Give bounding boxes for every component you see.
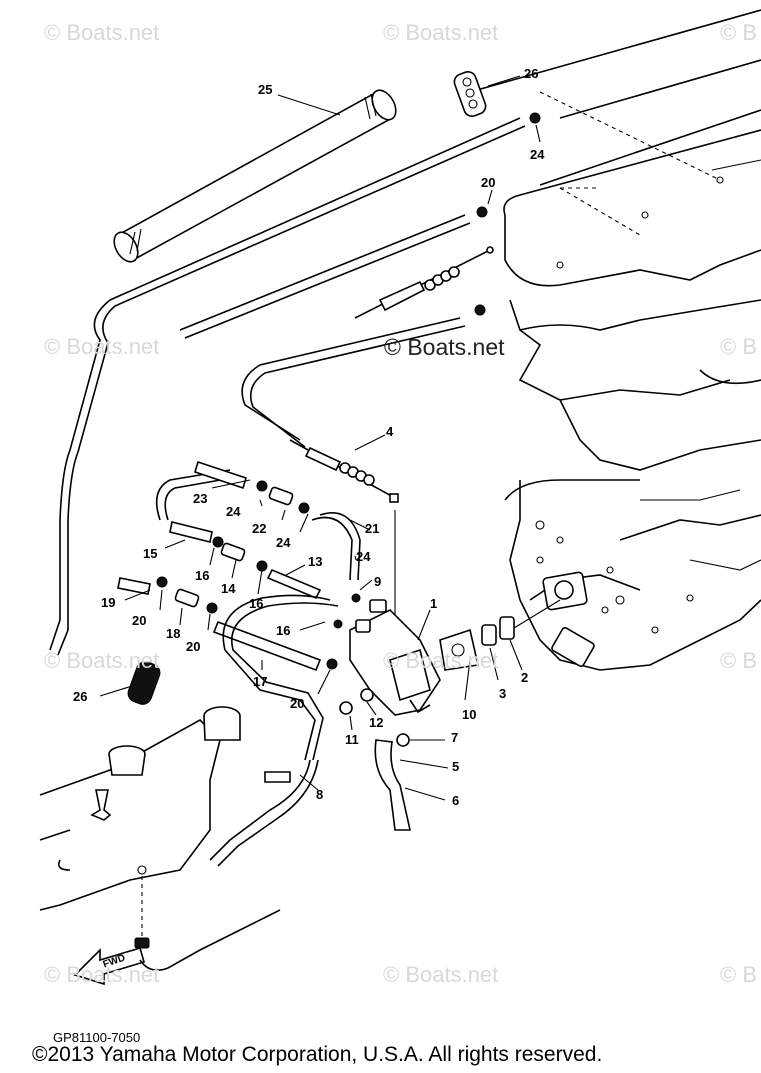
callout-2[interactable]: 2 [521,670,529,685]
callout-20-b[interactable]: 20 [186,639,201,654]
watermark: © Boats.net [44,334,160,359]
callout-5[interactable]: 5 [452,759,460,774]
cables [49,117,526,656]
callout-16-b[interactable]: 16 [249,596,264,611]
callout-24-b[interactable]: 24 [276,535,291,550]
part-26-clip-top [453,71,487,117]
watermark: © Boats.net [44,962,160,987]
watermark: © B [720,648,757,673]
part-26-clip-bottom [127,661,161,705]
callout-14[interactable]: 14 [221,581,236,596]
fittings [156,112,541,670]
oil-tank [39,706,241,940]
callout-11[interactable]: 11 [345,732,359,747]
parts-2-3-seal-gear [339,599,561,831]
callout-26-bottom[interactable]: 26 [73,689,88,704]
fwd-arrow-icon [73,909,281,986]
watermark: © Boats.net [44,648,160,673]
hoses-left [117,460,361,867]
callout-10[interactable]: 10 [462,707,477,722]
callout-3[interactable]: 3 [499,686,507,701]
callout-9[interactable]: 9 [374,574,382,589]
callout-26-top[interactable]: 26 [524,66,539,81]
callout-4[interactable]: 4 [386,424,394,439]
watermark: © Boats.net [383,962,499,987]
callout-20-c[interactable]: 20 [290,696,305,711]
engine-block [469,9,761,671]
callout-22[interactable]: 22 [252,521,267,536]
callout-25[interactable]: 25 [258,82,273,97]
watermark: © Boats.net [44,20,160,45]
part-25-tube [113,89,397,263]
leader-lines [99,75,541,801]
callout-16-a[interactable]: 16 [195,568,210,583]
watermark: © B [720,334,757,359]
watermark: © Boats.net [383,648,499,673]
part-1-oil-pump [349,599,479,716]
callout-23[interactable]: 23 [193,491,208,506]
copyright-notice: ©2013 Yamaha Motor Corporation, U.S.A. A… [32,1043,603,1066]
part-code: GP81100-7050 [53,1030,141,1045]
callout-20-a[interactable]: 20 [132,613,147,628]
callout-15[interactable]: 15 [143,546,158,561]
callout-17[interactable]: 17 [253,674,268,689]
throttle-cable-upper [354,246,494,319]
callout-13[interactable]: 13 [308,554,323,569]
callout-21[interactable]: 21 [365,521,380,536]
watermark-center: © Boats.net [384,334,505,360]
callout-6[interactable]: 6 [452,793,460,808]
watermark: © B [720,962,757,987]
watermark: © B [720,20,757,45]
callout-12[interactable]: 12 [369,715,384,730]
callout-8[interactable]: 8 [316,787,324,802]
callout-18[interactable]: 18 [166,626,181,641]
part-4-cable [289,439,399,640]
callout-19[interactable]: 19 [101,595,116,610]
callout-24-c[interactable]: 24 [356,549,371,564]
callout-7[interactable]: 7 [451,730,459,745]
callout-24-a[interactable]: 24 [226,504,241,519]
callout-24-top[interactable]: 24 [530,147,545,162]
watermark: © Boats.net [383,20,499,45]
callout-16-c[interactable]: 16 [276,623,291,638]
callout-20-top[interactable]: 20 [481,175,496,190]
callout-1[interactable]: 1 [430,596,438,611]
